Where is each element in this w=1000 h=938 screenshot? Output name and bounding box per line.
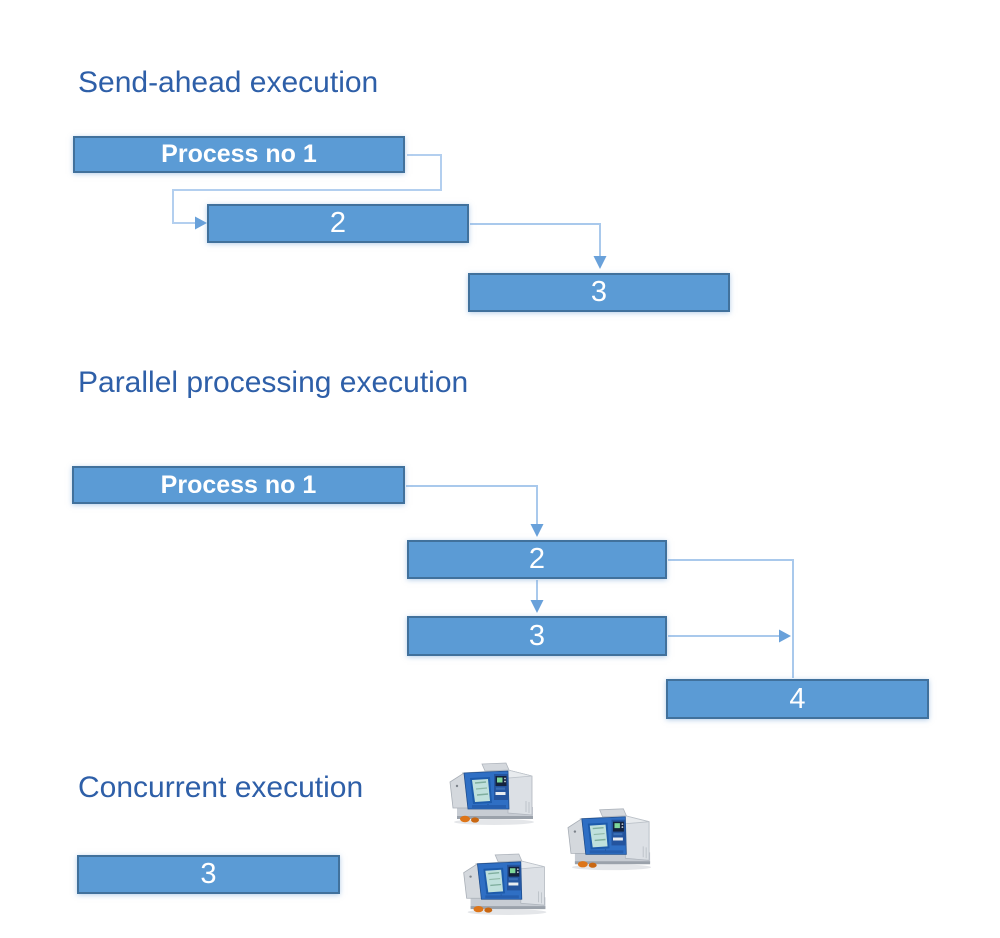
bar-label: 3 [200,858,217,890]
bar-label: 4 [789,682,806,715]
bar-s2-process-1: Process no 1 [72,466,405,504]
bar-label: Process no 1 [160,470,317,499]
bar-s1-process-3: 3 [468,273,730,312]
arrowhead-s2-b3 [530,600,544,613]
bar-s2-process-4: 4 [666,679,929,719]
bar-label: 3 [528,619,546,652]
section-title-send-ahead: Send-ahead execution [78,66,379,99]
bar-s3-process-3: 3 [77,855,340,894]
arrowhead-s2-b2 [530,524,544,537]
arrowhead-s1-b3 [593,256,607,269]
cnc-machine-icon [448,761,542,827]
bar-label: Process no 1 [161,140,317,168]
bar-s2-process-2: 2 [407,540,667,579]
bar-s1-process-1: Process no 1 [73,136,405,173]
cnc-machine-icon [461,852,555,917]
connector-s1-b2-to-b3 [470,223,601,257]
section-title-parallel: Parallel processing execution [78,366,469,399]
section-title-concurrent: Concurrent execution [78,771,364,804]
arrowhead-s1-b2 [195,216,207,230]
arrowhead-s2-b4 [779,629,791,643]
bar-s2-process-3: 3 [407,616,667,656]
bar-s1-process-2: 2 [207,204,469,243]
connector-s2-b2-to-b4 [668,559,794,678]
bar-label: 2 [528,543,546,575]
bar-label: 3 [590,276,608,308]
cnc-machine-icon [566,806,659,873]
bar-label: 2 [329,207,347,239]
connector-s2-b1-to-b2 [406,485,538,525]
